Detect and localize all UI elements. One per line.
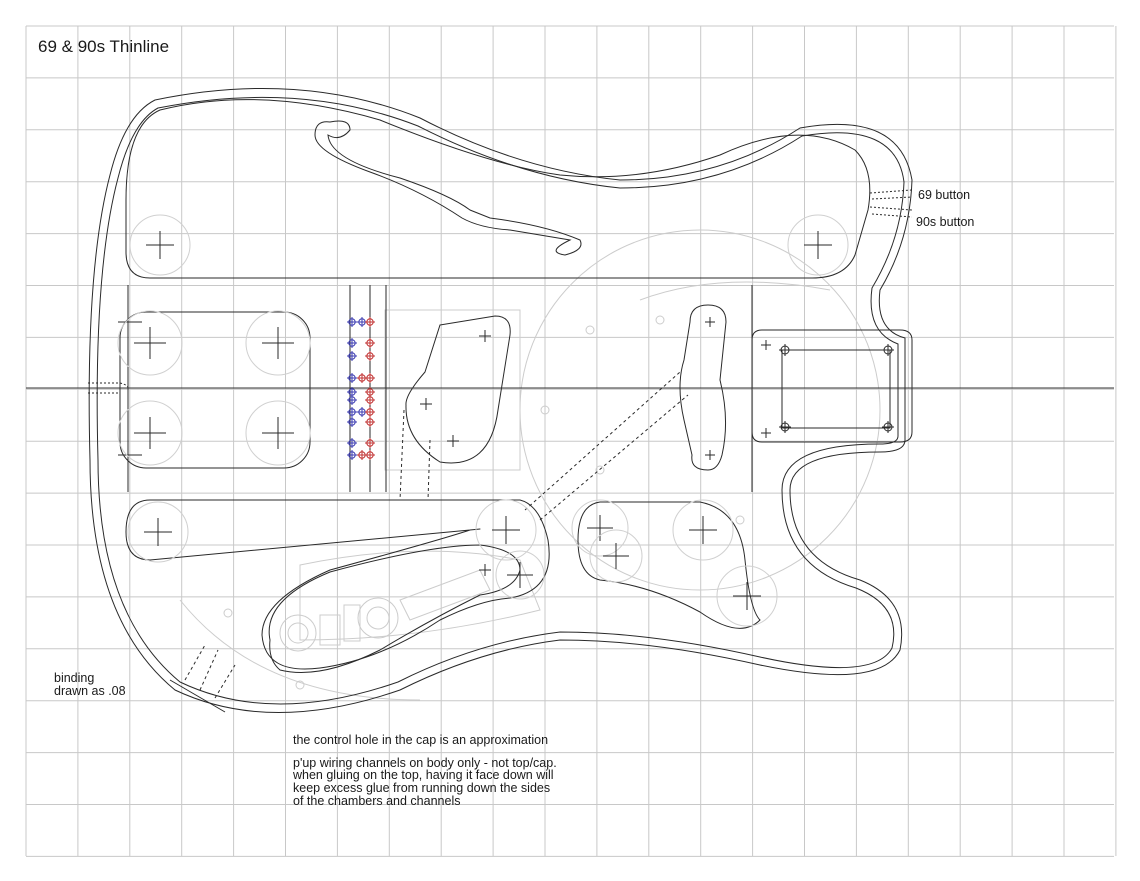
faint-traces — [179, 229, 881, 701]
faint-screw — [655, 315, 665, 325]
faint-screw — [223, 608, 233, 618]
drill-centers — [117, 214, 849, 627]
faint-jack-ring-inner — [366, 606, 390, 630]
wiring-channel — [427, 439, 431, 501]
faint-binding-trace — [179, 599, 421, 701]
faint-guard-edge — [639, 281, 831, 301]
callout-90s-button: 90s button — [916, 215, 975, 229]
faint-screw — [735, 515, 745, 525]
faint-pot-ring — [279, 614, 317, 652]
callout-binding-line1: binding — [54, 671, 95, 685]
guide-circle — [117, 400, 183, 466]
guide-circle — [245, 400, 311, 466]
neck-screws — [779, 344, 894, 433]
wiring-channel — [539, 394, 689, 521]
guide-circle — [475, 499, 537, 561]
guide-circle — [672, 499, 734, 561]
guide-circle — [129, 214, 191, 276]
faint-screw — [295, 680, 305, 690]
control-cavity — [268, 544, 521, 673]
note-wiring-1: p'up wiring channels on body only - not … — [293, 756, 557, 770]
guide-circle — [127, 501, 189, 563]
guide-circle — [571, 499, 629, 557]
f-hole — [314, 120, 582, 256]
faint-screw — [540, 405, 550, 415]
faint-control-plate — [299, 550, 541, 641]
note-wiring-4: of the chambers and channels — [293, 794, 461, 808]
upper-chamber — [125, 99, 871, 279]
faint-pot-ring-inner — [287, 622, 309, 644]
guide-circle — [245, 310, 311, 376]
lower-right-chamber — [577, 501, 761, 629]
page-title: 69 & 90s Thinline — [38, 37, 170, 56]
wiring-channel — [524, 371, 681, 511]
background-grid — [25, 25, 1117, 857]
faint-pickup-route — [384, 309, 521, 471]
note-wiring-2: when gluing on the top, having it face d… — [293, 768, 554, 782]
guide-circle — [117, 310, 183, 376]
button-channel — [869, 189, 913, 218]
note-control-hole: the control hole in the cap is an approx… — [293, 733, 549, 747]
neck-pickup-cavity — [119, 311, 311, 469]
callout-binding-line2: drawn as .08 — [54, 684, 126, 698]
middle-pickup-cavity — [405, 315, 511, 464]
pickup-pole-markers — [347, 317, 375, 460]
neck-pocket-inner — [781, 349, 891, 429]
faint-switch-2 — [343, 604, 361, 642]
faint-screw — [585, 325, 595, 335]
guide-circle — [589, 529, 643, 583]
faint-switch — [319, 614, 341, 646]
faint-radius-arc — [519, 229, 881, 591]
note-wiring-3: keep excess glue from running down the s… — [293, 781, 551, 795]
body-outline-outer — [88, 88, 913, 713]
guide-circle — [787, 214, 849, 276]
bridge-pickup-cavity — [679, 304, 727, 471]
binding-line — [169, 679, 226, 713]
guide-circle — [716, 565, 778, 627]
neck-pocket — [751, 329, 913, 443]
guide-circle — [495, 550, 545, 600]
binding-section — [184, 644, 236, 699]
lower-chamber — [125, 499, 550, 670]
faint-screw — [595, 465, 605, 475]
faint-bracket — [399, 569, 491, 621]
body-outline-inner — [96, 96, 905, 705]
wiring-channel — [399, 409, 405, 501]
faint-jack-ring — [357, 597, 399, 639]
callout-69-button: 69 button — [918, 188, 971, 202]
strap-channel — [88, 382, 129, 389]
